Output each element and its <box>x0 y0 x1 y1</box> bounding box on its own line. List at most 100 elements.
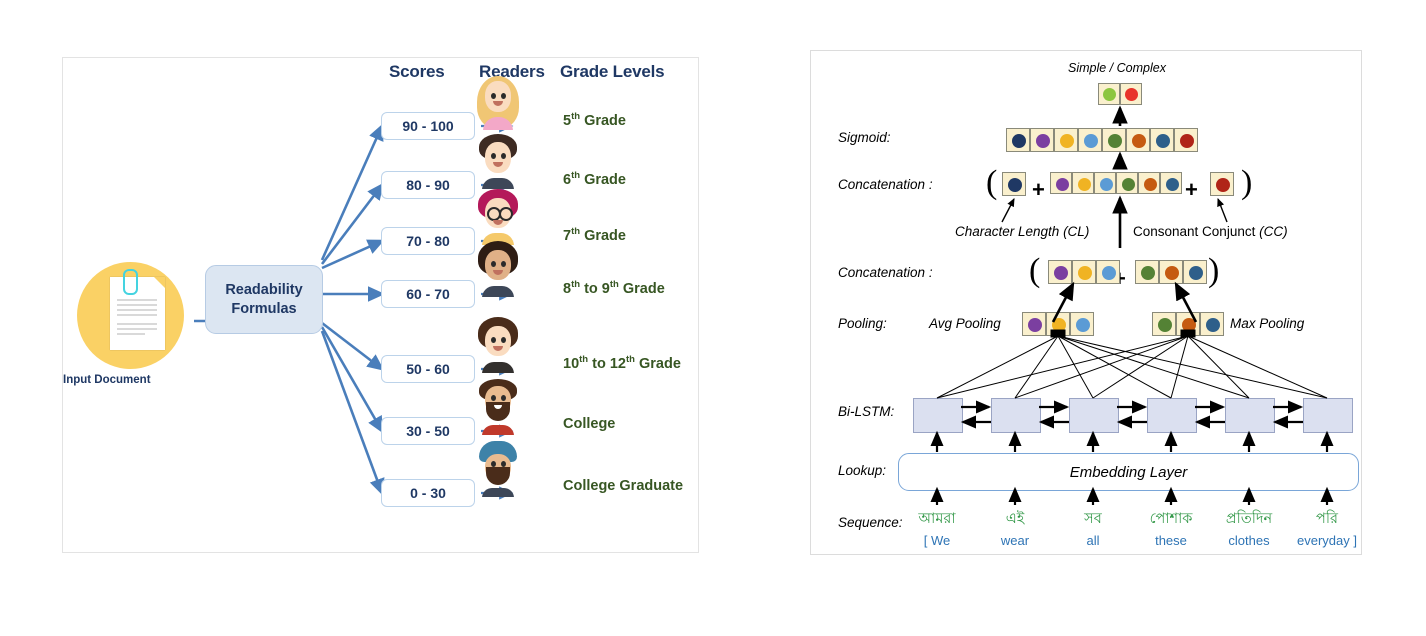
score-pill-50-60: 50 - 60 <box>381 355 475 383</box>
bilstm-cell-0 <box>913 398 963 433</box>
vector-dot <box>1182 318 1196 332</box>
vector-dot <box>1077 177 1091 191</box>
bilstm-cell-5 <box>1303 398 1353 433</box>
score-pill-60-70: 60 - 70 <box>381 280 475 308</box>
concat-top-mid-cell-1 <box>1072 172 1094 194</box>
output-label: Simple / Complex <box>1068 61 1166 75</box>
sigmoid-vector-cell-0 <box>1006 128 1030 152</box>
vector-dot <box>1008 178 1022 192</box>
score-pill-90-100: 90 - 100 <box>381 112 475 140</box>
sequence-token-bn-4: প্রতিদিন <box>1225 511 1273 527</box>
vector-dot <box>1102 266 1116 280</box>
column-header-scores: Scores <box>389 62 445 81</box>
concat-mid-left-cell-0 <box>1048 260 1072 284</box>
max-pooling-vector-cell-0 <box>1152 312 1176 336</box>
rf-line-1: Readability <box>225 282 303 299</box>
sequence-token-en-0: [ We <box>923 533 951 548</box>
sigmoid-vector-cell-7 <box>1174 128 1198 152</box>
vector-dot <box>1158 318 1172 332</box>
vector-dot <box>1054 266 1068 280</box>
paperclip-icon <box>123 269 138 295</box>
sigmoid-vector-cell-3 <box>1078 128 1102 152</box>
readability-formulas-box: Readability Formulas <box>205 265 323 334</box>
bilstm-cell-1 <box>991 398 1041 433</box>
vector-dot <box>1036 134 1050 148</box>
open-paren-top: ( <box>986 164 998 201</box>
grade-rest: Grade <box>580 227 626 244</box>
sigmoid-vector-cell-4 <box>1102 128 1126 152</box>
grade-rest: Grade <box>580 112 626 129</box>
reader-avatar-7 <box>474 441 522 497</box>
sigmoid-vector-cell-2 <box>1054 128 1078 152</box>
grade-num: 5 <box>563 112 572 129</box>
close-paren-mid: ) <box>1208 252 1220 289</box>
bilstm-cell-2 <box>1069 398 1119 433</box>
vector-dot <box>1060 134 1074 148</box>
score-pill-70-80: 70 - 80 <box>381 227 475 255</box>
concat-top-mid-cell-2 <box>1094 172 1116 194</box>
grade-label-6th: 6th Grade <box>563 170 626 188</box>
vector-dot <box>1076 318 1090 332</box>
vector-dot <box>1216 178 1230 192</box>
vector-dot <box>1099 177 1113 191</box>
vector-dot <box>1165 177 1179 191</box>
reader-avatar-3 <box>474 189 522 245</box>
sigmoid-vector-cell-5 <box>1126 128 1150 152</box>
sequence-token-bn-3: পোশাক <box>1149 511 1193 527</box>
plus-top-right: + <box>1185 177 1198 202</box>
grade-sup: th <box>579 354 589 365</box>
vector-dot <box>1055 177 1069 191</box>
vector-dot <box>1206 318 1220 332</box>
sequence-token-bn-5: পরি <box>1316 511 1338 527</box>
vector-dot <box>1078 266 1092 280</box>
plus-top-left: + <box>1032 177 1045 202</box>
sigmoid-vector-cell-1 <box>1030 128 1054 152</box>
sequence-token-bn-0: আমরা <box>918 511 956 527</box>
vector-dot <box>1084 134 1098 148</box>
concat-top-cc-cell-0 <box>1210 172 1234 196</box>
max-pooling-vector-cell-2 <box>1200 312 1224 336</box>
reader-avatar-1 <box>474 74 522 130</box>
vector-dot <box>1028 318 1042 332</box>
concat-mid-left-cell-1 <box>1072 260 1096 284</box>
grade-label-college-graduate: College Graduate <box>563 478 684 494</box>
grade-num: 8 <box>563 280 572 297</box>
bilstm-cell-4 <box>1225 398 1275 433</box>
max-pooling-vector-cell-1 <box>1176 312 1200 336</box>
vector-dot <box>1189 266 1203 280</box>
concat-mid-right-cell-1 <box>1159 260 1183 284</box>
reader-avatar-2 <box>474 133 522 189</box>
sequence-token-en-3: these <box>1155 533 1187 548</box>
label-avg-pooling: Avg Pooling <box>929 316 1001 331</box>
row-label-bilstm: Bi-LSTM: <box>838 404 895 419</box>
reader-avatar-4 <box>474 241 522 297</box>
score-pill-0-30: 0 - 30 <box>381 479 475 507</box>
row-label-concat-top: Concatenation : <box>838 177 933 192</box>
grade-sup: th <box>571 111 581 122</box>
grade-label-8th-9th: 8th to 9th Grade <box>563 279 665 297</box>
grade-sup: th <box>571 279 581 290</box>
grade-num: 10 <box>563 355 580 372</box>
concat-top-mid-cell-3 <box>1116 172 1138 194</box>
grade-num: 6 <box>563 171 572 188</box>
concat-mid-right-cell-2 <box>1183 260 1207 284</box>
label-max-pooling: Max Pooling <box>1230 316 1305 331</box>
score-pill-80-90: 80 - 90 <box>381 171 475 199</box>
avg-pooling-vector-cell-1 <box>1046 312 1070 336</box>
grade-label-college: College <box>563 416 616 432</box>
column-header-grades: Grade Levels <box>560 62 665 81</box>
vector-dot <box>1141 266 1155 280</box>
embedding-layer-box: Embedding Layer <box>898 453 1359 491</box>
vector-dot <box>1165 266 1179 280</box>
grade-label-5th: 5th Grade <box>563 111 626 129</box>
vector-dot <box>1180 134 1194 148</box>
sequence-token-en-1: wear <box>1000 533 1030 548</box>
concat-top-mid-cell-5 <box>1160 172 1182 194</box>
concat-mid-right-cell-0 <box>1135 260 1159 284</box>
sequence-token-en-4: clothes <box>1228 533 1270 548</box>
avg-pooling-vector-cell-2 <box>1070 312 1094 336</box>
close-paren-top: ) <box>1241 164 1253 201</box>
concat-top-mid-cell-0 <box>1050 172 1072 194</box>
row-label-pooling: Pooling: <box>838 316 887 331</box>
grade-num: 7 <box>563 227 572 244</box>
